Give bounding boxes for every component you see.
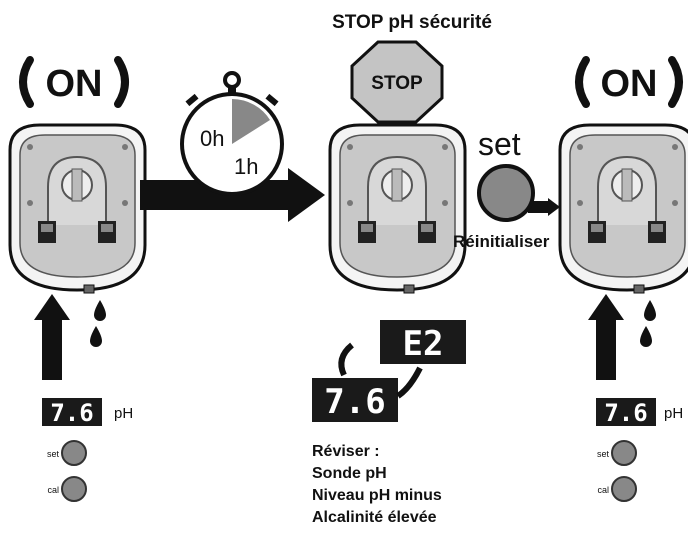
right-on-label: ON bbox=[601, 63, 658, 105]
right-pump bbox=[558, 123, 688, 295]
error-code: E2 bbox=[403, 324, 444, 364]
reset-set-button[interactable] bbox=[477, 164, 535, 222]
right-display-value: 7.6 bbox=[604, 399, 647, 427]
error-display: E2 bbox=[380, 320, 466, 364]
reset-arrow bbox=[528, 198, 560, 216]
right-up-arrow bbox=[588, 294, 624, 380]
left-cal-label: cal bbox=[47, 485, 59, 495]
right-on-indicator: ON bbox=[575, 56, 683, 108]
left-set-button[interactable] bbox=[61, 440, 87, 466]
right-unit: pH bbox=[664, 405, 683, 422]
check-title: Réviser : bbox=[312, 443, 380, 460]
check-list: Réviser : Sonde pH Niveau pH minus Alcal… bbox=[312, 443, 442, 526]
error-value: 7.6 bbox=[324, 382, 385, 422]
stop-title: STOP pH sécurité bbox=[332, 12, 492, 33]
left-drip-drops bbox=[90, 300, 106, 347]
check-item: Niveau pH minus bbox=[312, 487, 442, 504]
reset-set-label: set bbox=[478, 126, 521, 162]
left-unit: pH bbox=[114, 405, 133, 422]
right-cal-label: cal bbox=[597, 485, 609, 495]
left-pump bbox=[8, 123, 147, 295]
left-on-indicator: ON bbox=[19, 56, 129, 108]
right-set-button[interactable] bbox=[611, 440, 637, 466]
stop-sign-text: STOP bbox=[371, 73, 423, 94]
middle-pump bbox=[328, 123, 467, 295]
check-item: Sonde pH bbox=[312, 465, 387, 482]
error-value-display: 7.6 bbox=[312, 378, 398, 422]
timer-end-label: 1h bbox=[234, 154, 258, 179]
right-cal-button[interactable] bbox=[611, 476, 637, 502]
timer-start-label: 0h bbox=[200, 126, 224, 151]
check-item: Alcalinité élevée bbox=[312, 509, 437, 526]
left-display bbox=[42, 398, 102, 426]
right-control-panel: 7.6 pH set cal bbox=[596, 398, 683, 502]
left-on-label: ON bbox=[46, 63, 103, 105]
alternating-arrows bbox=[338, 342, 423, 399]
left-display-value: 7.6 bbox=[50, 399, 93, 427]
stop-sign-icon: STOP bbox=[350, 40, 444, 124]
left-control-panel: 7.6 pH set cal bbox=[42, 398, 133, 502]
right-display bbox=[596, 398, 656, 426]
stopwatch-icon: 0h 1h bbox=[180, 71, 284, 196]
left-set-label: set bbox=[47, 449, 60, 459]
right-set-label: set bbox=[597, 449, 610, 459]
reset-label: Réinitialiser bbox=[453, 232, 550, 251]
left-up-arrow bbox=[34, 294, 70, 380]
right-drip-drops bbox=[640, 300, 656, 347]
left-cal-button[interactable] bbox=[61, 476, 87, 502]
